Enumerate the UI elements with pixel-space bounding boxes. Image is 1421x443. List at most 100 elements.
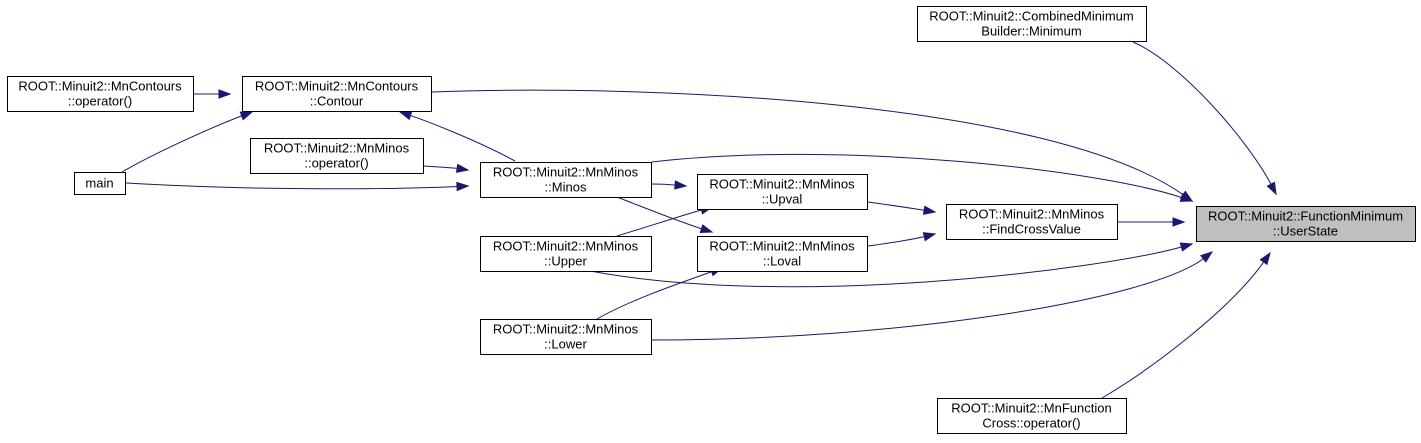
- node-box[interactable]: [946, 204, 1118, 240]
- arrowhead-icon: [1259, 251, 1271, 266]
- edge-minos-to-upval: [651, 180, 688, 190]
- edge-line: [651, 257, 1205, 341]
- edge-line: [616, 196, 703, 230]
- edge-line: [1132, 41, 1272, 186]
- edge-main-to-contour: [121, 111, 254, 173]
- node-main[interactable]: main: [74, 172, 126, 195]
- edges-layer: [121, 41, 1277, 399]
- node-find-cross[interactable]: ROOT::Minuit2::MnMinos::FindCrossValue: [946, 204, 1118, 240]
- arrowhead-icon: [239, 111, 254, 121]
- node-label: main: [85, 176, 113, 191]
- node-upper[interactable]: ROOT::Minuit2::MnMinos::Upper: [480, 236, 652, 272]
- node-label: Cross::operator(): [982, 416, 1080, 431]
- edge-line: [125, 182, 459, 190]
- arrowhead-icon: [218, 89, 232, 99]
- node-label: ::Loval: [763, 254, 801, 269]
- node-label: ::Minos: [545, 180, 587, 195]
- node-box[interactable]: [917, 6, 1147, 42]
- node-box[interactable]: [1196, 206, 1416, 242]
- node-box[interactable]: [242, 76, 432, 112]
- arrowhead-icon: [674, 180, 688, 190]
- edge-upval-to-find-cross: [867, 201, 937, 215]
- edge-line: [867, 235, 926, 247]
- node-box[interactable]: [937, 398, 1127, 434]
- node-label: ::UserState: [1273, 224, 1338, 239]
- edge-mnminos-op-to-minos: [423, 163, 470, 173]
- node-lower[interactable]: ROOT::Minuit2::MnMinos::Lower: [480, 319, 652, 355]
- nodes-layer: ROOT::Minuit2::FunctionMinimum::UserStat…: [7, 6, 1416, 434]
- arrowhead-icon: [398, 111, 413, 121]
- arrowhead-icon: [1172, 217, 1186, 227]
- edge-loval-to-find-cross: [867, 232, 937, 247]
- node-combined-minimum[interactable]: ROOT::Minuit2::CombinedMinimumBuilder::M…: [917, 6, 1147, 42]
- arrowhead-icon: [699, 224, 714, 234]
- node-label: ROOT::Minuit2::MnContours: [18, 79, 182, 94]
- edge-line: [579, 246, 1183, 288]
- edge-line: [596, 270, 713, 320]
- edge-line: [409, 114, 516, 162]
- edge-line: [651, 183, 677, 186]
- node-label: ::Upper: [544, 254, 587, 269]
- arrowhead-icon: [922, 232, 937, 242]
- node-label: ROOT::Minuit2::CombinedMinimum: [929, 9, 1133, 24]
- edge-line: [867, 201, 926, 211]
- node-label: ::FindCrossValue: [982, 222, 1081, 237]
- node-upval[interactable]: ROOT::Minuit2::MnMinos::Upval: [697, 174, 868, 210]
- node-label: ROOT::Minuit2::MnMinos: [959, 207, 1105, 222]
- arrowhead-icon: [1179, 242, 1194, 252]
- node-box[interactable]: [480, 236, 652, 272]
- node-user-state[interactable]: ROOT::Minuit2::FunctionMinimum::UserStat…: [1196, 206, 1416, 242]
- node-mnminos-op[interactable]: ROOT::Minuit2::MnMinos::operator(): [250, 138, 424, 174]
- node-mnfunctioncross-op[interactable]: ROOT::Minuit2::MnFunctionCross::operator…: [937, 398, 1127, 434]
- node-label: ROOT::Minuit2::MnMinos: [709, 239, 855, 254]
- edge-mnfunctioncross-op-to-user-state: [1101, 251, 1271, 399]
- arrowhead-icon: [1200, 251, 1214, 263]
- edge-main-to-minos: [125, 181, 470, 192]
- node-label: ROOT::Minuit2::MnMinos: [493, 322, 639, 337]
- node-box[interactable]: [697, 174, 868, 210]
- node-label: Builder::Minimum: [981, 24, 1081, 39]
- node-label: ROOT::Minuit2::MnFunction: [951, 401, 1111, 416]
- node-box[interactable]: [250, 138, 424, 174]
- arrowhead-icon: [1179, 192, 1194, 202]
- edge-line: [1101, 260, 1265, 399]
- edge-minos-to-user-state: [651, 153, 1194, 202]
- node-label: ROOT::Minuit2::FunctionMinimum: [1208, 209, 1403, 224]
- node-label: ROOT::Minuit2::MnMinos: [264, 141, 410, 156]
- node-label: ROOT::Minuit2::MnMinos: [709, 177, 855, 192]
- edge-minos-to-loval: [616, 196, 714, 234]
- node-box[interactable]: [74, 172, 126, 195]
- edge-combined-minimum-to-user-state: [1132, 41, 1277, 196]
- node-box[interactable]: [480, 319, 652, 355]
- node-box[interactable]: [480, 162, 652, 198]
- edge-upper-to-user-state: [579, 242, 1194, 288]
- node-minos[interactable]: ROOT::Minuit2::MnMinos::Minos: [480, 162, 652, 198]
- edge-line: [121, 115, 243, 173]
- node-mncontours-op[interactable]: ROOT::Minuit2::MnContours::operator(): [7, 76, 194, 112]
- node-label: ::Lower: [544, 337, 587, 352]
- node-box[interactable]: [697, 236, 868, 272]
- node-label: ROOT::Minuit2::MnContours: [255, 79, 419, 94]
- edge-minos-to-contour: [398, 111, 516, 162]
- edge-lower-to-user-state: [651, 251, 1214, 341]
- edge-line: [616, 209, 703, 237]
- edge-upper-to-upval: [616, 205, 714, 237]
- arrowhead-icon: [455, 163, 470, 173]
- node-label: ROOT::Minuit2::MnMinos: [493, 165, 639, 180]
- node-label: ::operator(): [304, 156, 368, 171]
- node-label: ROOT::Minuit2::MnMinos: [493, 239, 639, 254]
- arrowhead-icon: [1266, 181, 1277, 196]
- edge-find-cross-to-user-state: [1118, 217, 1186, 227]
- edge-mncontours-op-to-contour: [194, 89, 232, 99]
- arrowhead-icon: [456, 181, 470, 192]
- node-label: ::Upval: [762, 192, 803, 207]
- edge-line: [423, 165, 459, 169]
- edge-line: [431, 89, 1185, 196]
- node-box[interactable]: [7, 76, 194, 112]
- node-label: ::operator(): [68, 94, 132, 109]
- edge-line: [651, 153, 1183, 199]
- node-loval[interactable]: ROOT::Minuit2::MnMinos::Loval: [697, 236, 868, 272]
- node-contour[interactable]: ROOT::Minuit2::MnContours::Contour: [242, 76, 432, 112]
- node-label: ::Contour: [310, 94, 364, 109]
